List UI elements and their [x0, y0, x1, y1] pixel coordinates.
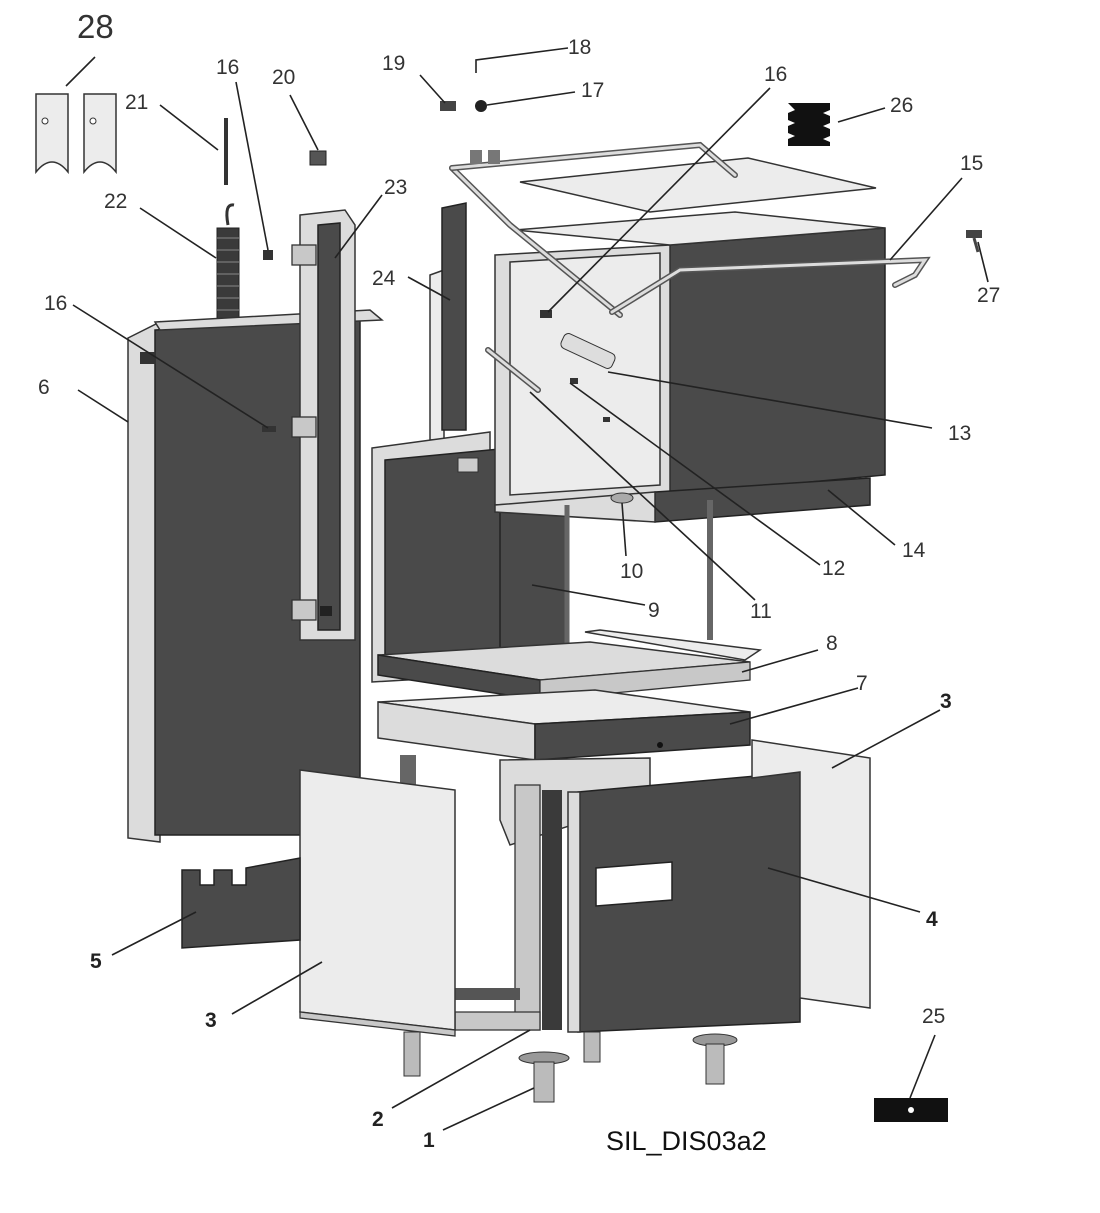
callout-25: 25 [922, 1005, 945, 1028]
callout-13: 13 [948, 422, 971, 445]
part-20-nut [309, 150, 327, 166]
callout-4: 4 [926, 908, 938, 931]
callout-2: 2 [372, 1108, 384, 1131]
callout-23: 23 [384, 176, 407, 199]
callout-24: 24 [372, 267, 396, 290]
callout-22: 22 [104, 190, 127, 213]
part-19-fitting [440, 101, 456, 111]
part-17-fitting [475, 100, 487, 112]
part-3-side-panel-left [299, 769, 456, 1037]
part-28-brackets [35, 93, 117, 175]
part-3-side-panel-right [751, 739, 871, 1009]
callout-1: 1 [423, 1129, 435, 1152]
callout-11: 11 [750, 600, 772, 623]
callout-21: 21 [125, 91, 148, 114]
figure-code: SIL_DIS03a2 [606, 1126, 767, 1156]
callout-19: 19 [382, 52, 405, 75]
callout-3: 3 [940, 690, 952, 713]
part-25-plate [874, 1098, 948, 1122]
callout-6: 6 [38, 376, 50, 399]
callout-8: 8 [826, 632, 838, 655]
part-23-rail [291, 209, 356, 641]
part-5-kick-plate [181, 857, 301, 949]
callout-14: 14 [902, 539, 926, 562]
callout-18: 18 [568, 36, 591, 59]
part-1-feet [403, 1031, 738, 1103]
callout-17: 17 [581, 79, 604, 102]
callout-15: 15 [960, 152, 983, 175]
leader-lines [65, 47, 989, 1131]
callout-28: 28 [77, 8, 114, 45]
callout-3: 3 [205, 1009, 217, 1032]
part-16-screw-top [263, 250, 273, 260]
part-hood-assembly [494, 157, 886, 668]
callout-labels: 28 16 20 21 22 23 16 6 24 19 18 17 16 26… [38, 8, 1000, 1152]
part-9-inner-frame [371, 431, 569, 683]
part-26-spring [788, 103, 830, 146]
callout-5: 5 [90, 950, 102, 973]
part-27-bolt [966, 230, 982, 253]
callout-16: 16 [44, 292, 67, 315]
part-24-column [429, 202, 467, 441]
part-4-front-panel [567, 771, 801, 1033]
part-handles [449, 141, 931, 318]
callout-20: 20 [272, 66, 295, 89]
callout-9: 9 [648, 599, 660, 622]
callout-12: 12 [822, 557, 845, 580]
callout-7: 7 [856, 672, 868, 695]
callout-27: 27 [977, 284, 1000, 307]
callout-10: 10 [620, 560, 643, 583]
callout-16: 16 [216, 56, 239, 79]
part-2-base-frame [400, 755, 562, 1031]
callout-26: 26 [890, 94, 913, 117]
callout-16: 16 [764, 63, 787, 86]
part-11-rod [485, 347, 541, 393]
